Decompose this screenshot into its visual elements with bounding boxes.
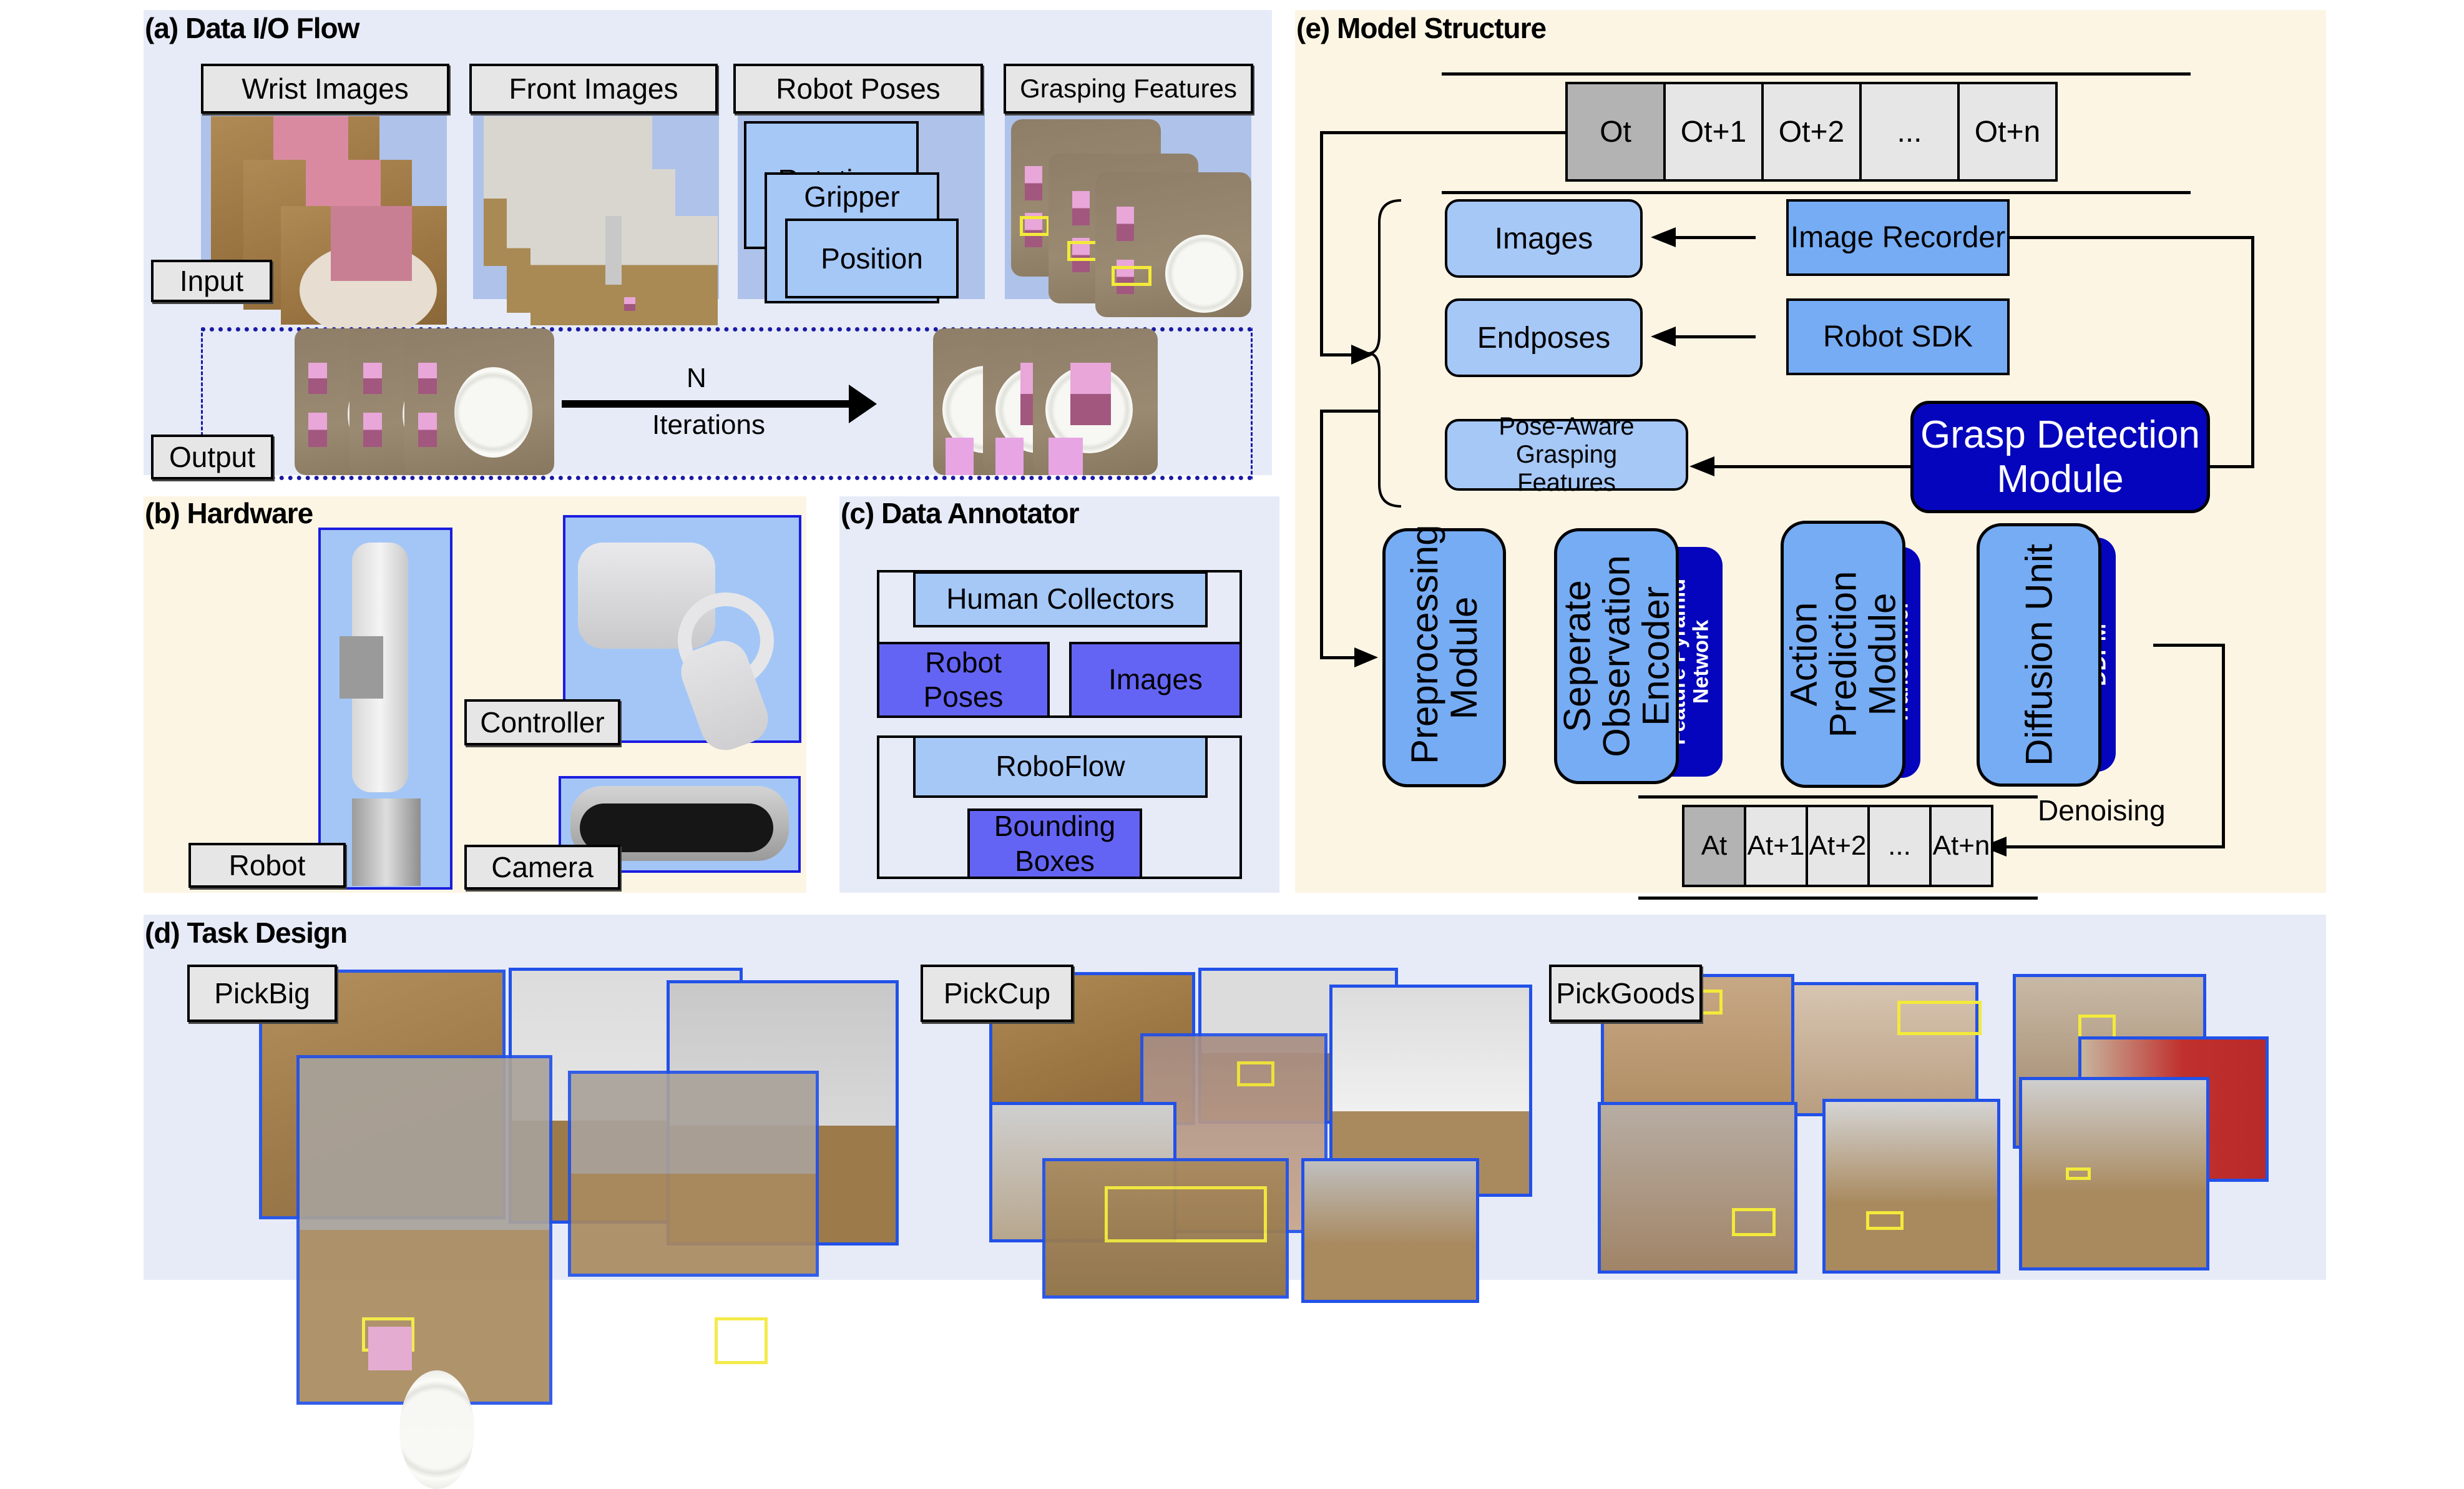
act-cell-ellipsis: ... <box>1867 805 1932 887</box>
output-dashed-border <box>201 327 1253 480</box>
pickcup-frame-6 <box>1042 1158 1289 1299</box>
images-box: Images <box>1069 642 1242 718</box>
robot-poses-header: Robot Poses <box>733 64 983 114</box>
front-images-header: Front Images <box>469 64 718 114</box>
pickgoods-frame-5 <box>1598 1102 1797 1274</box>
separate-observation-encoder-label: Seperate Observation Encoder <box>1556 555 1677 757</box>
preprocessing-module: Preprocessing Module <box>1382 524 1506 787</box>
input-label: Input <box>151 260 272 302</box>
panel-c-title: (c) Data Annotator <box>841 497 1080 529</box>
recorder-to-grasp-line-v <box>2251 236 2254 468</box>
grasping-features-header: Grasping Features <box>1004 64 1253 114</box>
brace-out-line-h <box>1320 410 1379 413</box>
denoise-line-h1 <box>2153 644 2225 647</box>
panel-data-io-flow: (a) Data I/O Flow Wrist Images Input Fro… <box>144 10 1272 480</box>
input-brace-icon <box>1367 199 1402 508</box>
recorder-to-grasp-line-h <box>2010 236 2254 239</box>
grasp-to-features-line <box>1713 465 1912 468</box>
act-cell-at: At <box>1682 805 1746 887</box>
obs-cell-ot2: Ot+2 <box>1761 82 1862 182</box>
denoise-line-v <box>2222 644 2225 848</box>
preproc-in-line <box>1320 656 1357 659</box>
roboflow-box: RoboFlow <box>913 735 1208 798</box>
pickbig-frame-4 <box>296 1055 552 1489</box>
camera-label: Camera <box>464 845 620 890</box>
task-pickbig-label: PickBig <box>187 965 337 1022</box>
iterations-label: Iterations <box>652 410 765 440</box>
robot-sdk-box: Robot SDK <box>1786 298 2010 375</box>
diffusion-unit-label: Diffusion Unit <box>2018 544 2060 766</box>
obs-cell-ellipsis: ... <box>1859 82 1960 182</box>
robot-label: Robot <box>188 843 346 888</box>
output-label: Output <box>151 435 273 479</box>
image-recorder-box: Image Recorder <box>1786 199 2010 276</box>
wrist-images-header: Wrist Images <box>201 64 449 114</box>
grasp-to-features-arrow-icon <box>1689 456 1714 476</box>
recorder-to-images-line <box>1670 236 1756 239</box>
front-image-3 <box>530 216 718 325</box>
robot-photo-frame <box>318 528 452 890</box>
act-cell-at2: At+2 <box>1806 805 1870 887</box>
obs-cell-otn: Ot+n <box>1957 82 2058 182</box>
grasp-feature-image-3 <box>1095 172 1251 317</box>
panel-hardware: (b) Hardware Robot Controller Camera <box>144 496 806 893</box>
panel-data-annotator: (c) Data Annotator Human Collectors Robo… <box>839 496 1279 893</box>
pickgoods-frame-6 <box>1822 1099 2000 1274</box>
action-prediction-module: Action Prediction Module <box>1781 521 1905 788</box>
bounding-boxes-box: Bounding Boxes <box>967 808 1142 879</box>
sdk-to-endposes-arrow-icon <box>1651 327 1676 346</box>
act-top-rule <box>1638 795 2038 799</box>
denoising-label: Denoising <box>2038 794 2166 827</box>
controller-label: Controller <box>464 699 620 745</box>
panel-d-title: (d) Task Design <box>145 916 348 949</box>
act-cell-at1: At+1 <box>1744 805 1808 887</box>
pose-position-label: Position <box>821 242 923 275</box>
pose-position: Position <box>785 219 959 298</box>
preproc-in-arrow-icon <box>1354 647 1378 667</box>
action-prediction-module-label: Action Prediction Module <box>1782 571 1904 738</box>
iterations-n-label: N <box>687 363 706 393</box>
iterations-arrow-head <box>849 385 877 423</box>
pickcup-frame-7 <box>1301 1158 1479 1303</box>
pickbig-frame-5 <box>568 1071 819 1364</box>
grasp-detection-module-label: Grasp Detection Module <box>1920 413 2200 501</box>
task-pickgoods-label: PickGoods <box>1549 965 1702 1022</box>
pose-aware-grasping-features-box: Pose-Aware Grasping Features <box>1445 413 1688 496</box>
obs-cell-ot: Ot <box>1565 82 1666 182</box>
obs-feed-line-v <box>1320 131 1323 356</box>
brace-in-line <box>1320 353 1354 356</box>
panel-b-title: (b) Hardware <box>145 497 313 529</box>
human-collectors-box: Human Collectors <box>913 571 1208 627</box>
wrist-image-3 <box>281 206 447 337</box>
denoise-line-h2 <box>2007 845 2225 848</box>
obs-cell-ot1: Ot+1 <box>1663 82 1764 182</box>
grasp-detection-module: Grasp Detection Module <box>1910 401 2210 513</box>
output-after-image-3 <box>1033 328 1158 475</box>
output-before-image-3 <box>404 328 554 475</box>
images-input-box: Images <box>1445 199 1643 278</box>
act-bottom-rule <box>1638 897 2038 900</box>
task-pickcup-label: PickCup <box>921 965 1073 1022</box>
panel-e-title: (e) Model Structure <box>1296 12 1547 44</box>
sdk-to-endposes-line <box>1670 335 1756 338</box>
separate-observation-encoder: Seperate Observation Encoder <box>1554 528 1679 784</box>
robot-poses-box: Robot Poses <box>877 642 1050 718</box>
pickgoods-frame-7 <box>2019 1077 2209 1270</box>
panel-task-design: (d) Task Design PickBig PickCup PickGood… <box>144 915 2326 1489</box>
preprocessing-module-label: Preprocessing Module <box>1404 524 1485 764</box>
panel-model-structure: (e) Model Structure Ot Ot+1 Ot+2 ... Ot+… <box>1295 10 2326 900</box>
pose-gripper-label: Gripper <box>804 180 900 213</box>
panel-a-title: (a) Data I/O Flow <box>145 12 359 44</box>
obs-bottom-rule <box>1442 191 2191 194</box>
endposes-input-box: Endposes <box>1445 298 1643 377</box>
diffusion-unit: Diffusion Unit <box>1977 523 2101 787</box>
obs-feed-line-h <box>1320 131 1567 134</box>
act-cell-atn: At+n <box>1929 805 1993 887</box>
pickgoods-frame-2 <box>1791 982 1982 1116</box>
brace-out-line-v <box>1320 410 1323 659</box>
obs-top-rule <box>1442 72 2191 76</box>
recorder-to-images-arrow-icon <box>1651 227 1676 247</box>
iterations-arrow-line <box>562 400 855 408</box>
recorder-to-grasp-line-h2 <box>2206 465 2254 468</box>
